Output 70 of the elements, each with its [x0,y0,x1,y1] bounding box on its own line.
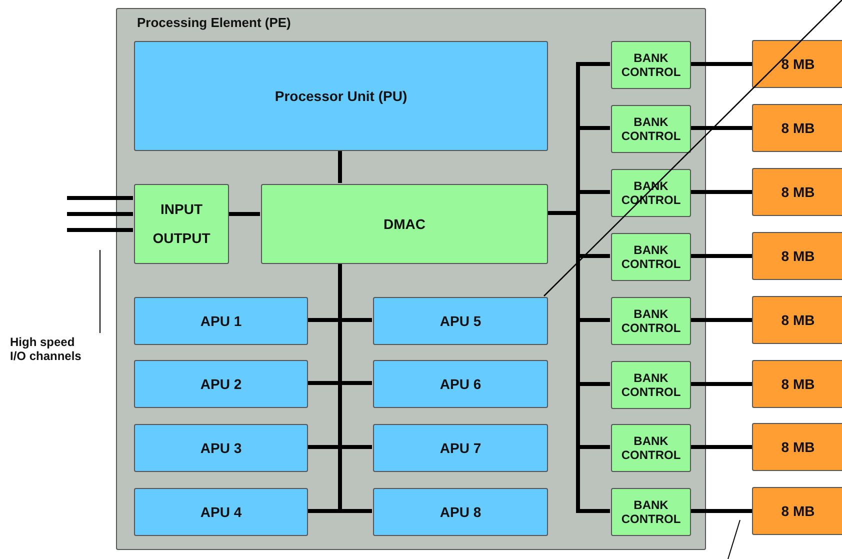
box-label: APU 3 [200,440,242,456]
memory-box [752,232,842,280]
box-label: APU 8 [440,504,482,520]
unit-box [134,360,308,408]
box-label: APU 6 [440,376,482,392]
box-label: OUTPUT [152,230,210,247]
bus-line [690,382,752,386]
controller-box [611,41,691,89]
panel-heading: Processing Element (PE) [137,15,291,31]
controller-box [611,297,691,345]
channel-label: High speed I/O channels [10,334,82,364]
box-label: APU 2 [200,376,242,392]
box-label: APU 1 [200,312,242,330]
memory-box [752,104,842,152]
box-label: DMAC [384,216,426,232]
box-label: APU 7 [440,440,482,456]
unit-box [134,41,548,151]
box-label: 8 MB [781,502,815,520]
bus-line [690,509,752,513]
controller-box [611,424,691,472]
box-label: 8 MB [781,120,815,136]
leader-line [543,0,842,297]
box-label: 8 MB [781,56,815,72]
unit-box [134,424,308,472]
box-label: 8 MB [781,248,815,264]
memory-box [752,40,842,88]
box-label: Processor Unit (PU) [274,88,408,104]
box-label: BANK CONTROL [620,114,682,144]
unit-box [134,488,308,536]
box-label: 8 MB [781,376,815,392]
bus-line [67,212,133,216]
bus-line [690,190,752,194]
box-label: APU 5 [440,312,482,330]
unit-box [373,424,548,472]
controller-box [611,361,691,409]
unit-box [373,488,548,536]
bus-line [690,126,752,130]
bus-line [690,62,752,66]
box-label: BANK CONTROL [620,434,682,462]
bus-line [690,445,752,449]
unit-box [373,360,548,408]
controller-box [261,184,548,264]
bus-line [228,212,260,216]
bus-line [690,318,752,322]
box-label: 8 MB [781,184,815,200]
box-label: BANK CONTROL [620,498,682,526]
box-label: APU 4 [200,504,242,520]
box-label: INPUT [160,201,202,218]
box-label: 8 MB [781,312,815,328]
bus-line [690,254,752,258]
bus-line [338,150,342,183]
unit-box [373,297,548,345]
unit-box [134,297,308,345]
box-label: BANK CONTROL [620,370,682,400]
memory-box [752,360,842,408]
box-label: 8 MB [781,438,815,456]
bus-line [67,228,133,232]
memory-box [752,487,842,535]
controller-box [611,233,691,281]
controller-box [134,184,229,264]
box-label: BANK CONTROL [620,242,682,272]
controller-box [611,105,691,153]
memory-box [752,423,842,471]
box-label: BANK CONTROL [620,306,682,336]
memory-box [752,168,842,216]
controller-box [611,488,691,536]
element-panel [116,8,706,550]
bus-line [67,196,133,200]
memory-box [752,296,842,344]
box-label: BANK CONTROL [620,50,682,80]
